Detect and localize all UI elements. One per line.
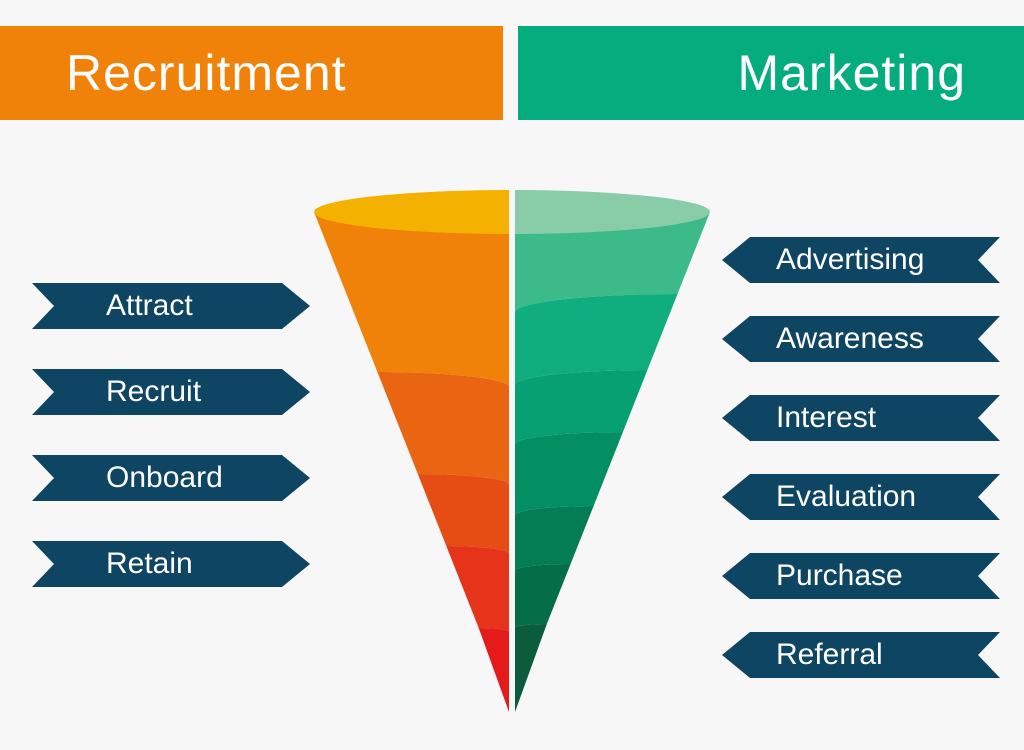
marketing-tag-label: Advertising (776, 243, 925, 276)
marketing-funnel-top (515, 190, 710, 234)
recruitment-tag-label: Attract (106, 289, 193, 322)
recruitment-funnel-top (313, 190, 509, 234)
recruitment-tag-label: Recruit (106, 375, 202, 408)
marketing-tag-interest: Interest (722, 395, 1000, 441)
recruitment-tag-label: Onboard (106, 461, 223, 494)
marketing-tag-label: Interest (776, 401, 877, 434)
marketing-tag-evaluation: Evaluation (722, 474, 1000, 520)
marketing-funnel-segment (515, 212, 710, 313)
marketing-tag-awareness: Awareness (722, 316, 1000, 362)
recruitment-funnel-segment (314, 212, 509, 387)
marketing-funnel-segment (515, 432, 623, 516)
recruitment-tag-onboard: Onboard (32, 455, 310, 501)
marketing-tag-referral: Referral (722, 632, 1000, 678)
marketing-tag-advertising: Advertising (722, 237, 1000, 283)
marketing-tag-label: Awareness (776, 322, 924, 355)
marketing-funnel-segment (515, 294, 678, 385)
marketing-tag-label: Purchase (776, 559, 903, 592)
marketing-funnel-segment (515, 370, 648, 445)
marketing-tag-label: Referral (776, 638, 883, 671)
recruitment-funnel-segment (417, 474, 510, 554)
recruitment-tag-attract: Attract (32, 283, 310, 329)
recruitment-funnel-segment (446, 546, 510, 632)
marketing-tag-purchase: Purchase (722, 553, 1000, 599)
recruitment-tag-retain: Retain (32, 541, 310, 587)
recruitment-header: Recruitment (0, 26, 503, 120)
recruitment-header-title: Recruitment (66, 45, 347, 101)
marketing-funnel-segment (514, 564, 571, 628)
marketing-header: Marketing (518, 26, 1024, 120)
recruitment-tag-recruit: Recruit (32, 369, 310, 415)
recruitment-funnel-segment (478, 628, 510, 712)
recruitment-funnel-segment (377, 372, 509, 485)
recruitment-tag-label: Retain (106, 547, 193, 580)
marketing-header-title: Marketing (737, 45, 966, 101)
marketing-tag-label: Evaluation (776, 480, 917, 513)
marketing-funnel-segment (515, 506, 594, 571)
marketing-funnel-segment (514, 624, 547, 712)
